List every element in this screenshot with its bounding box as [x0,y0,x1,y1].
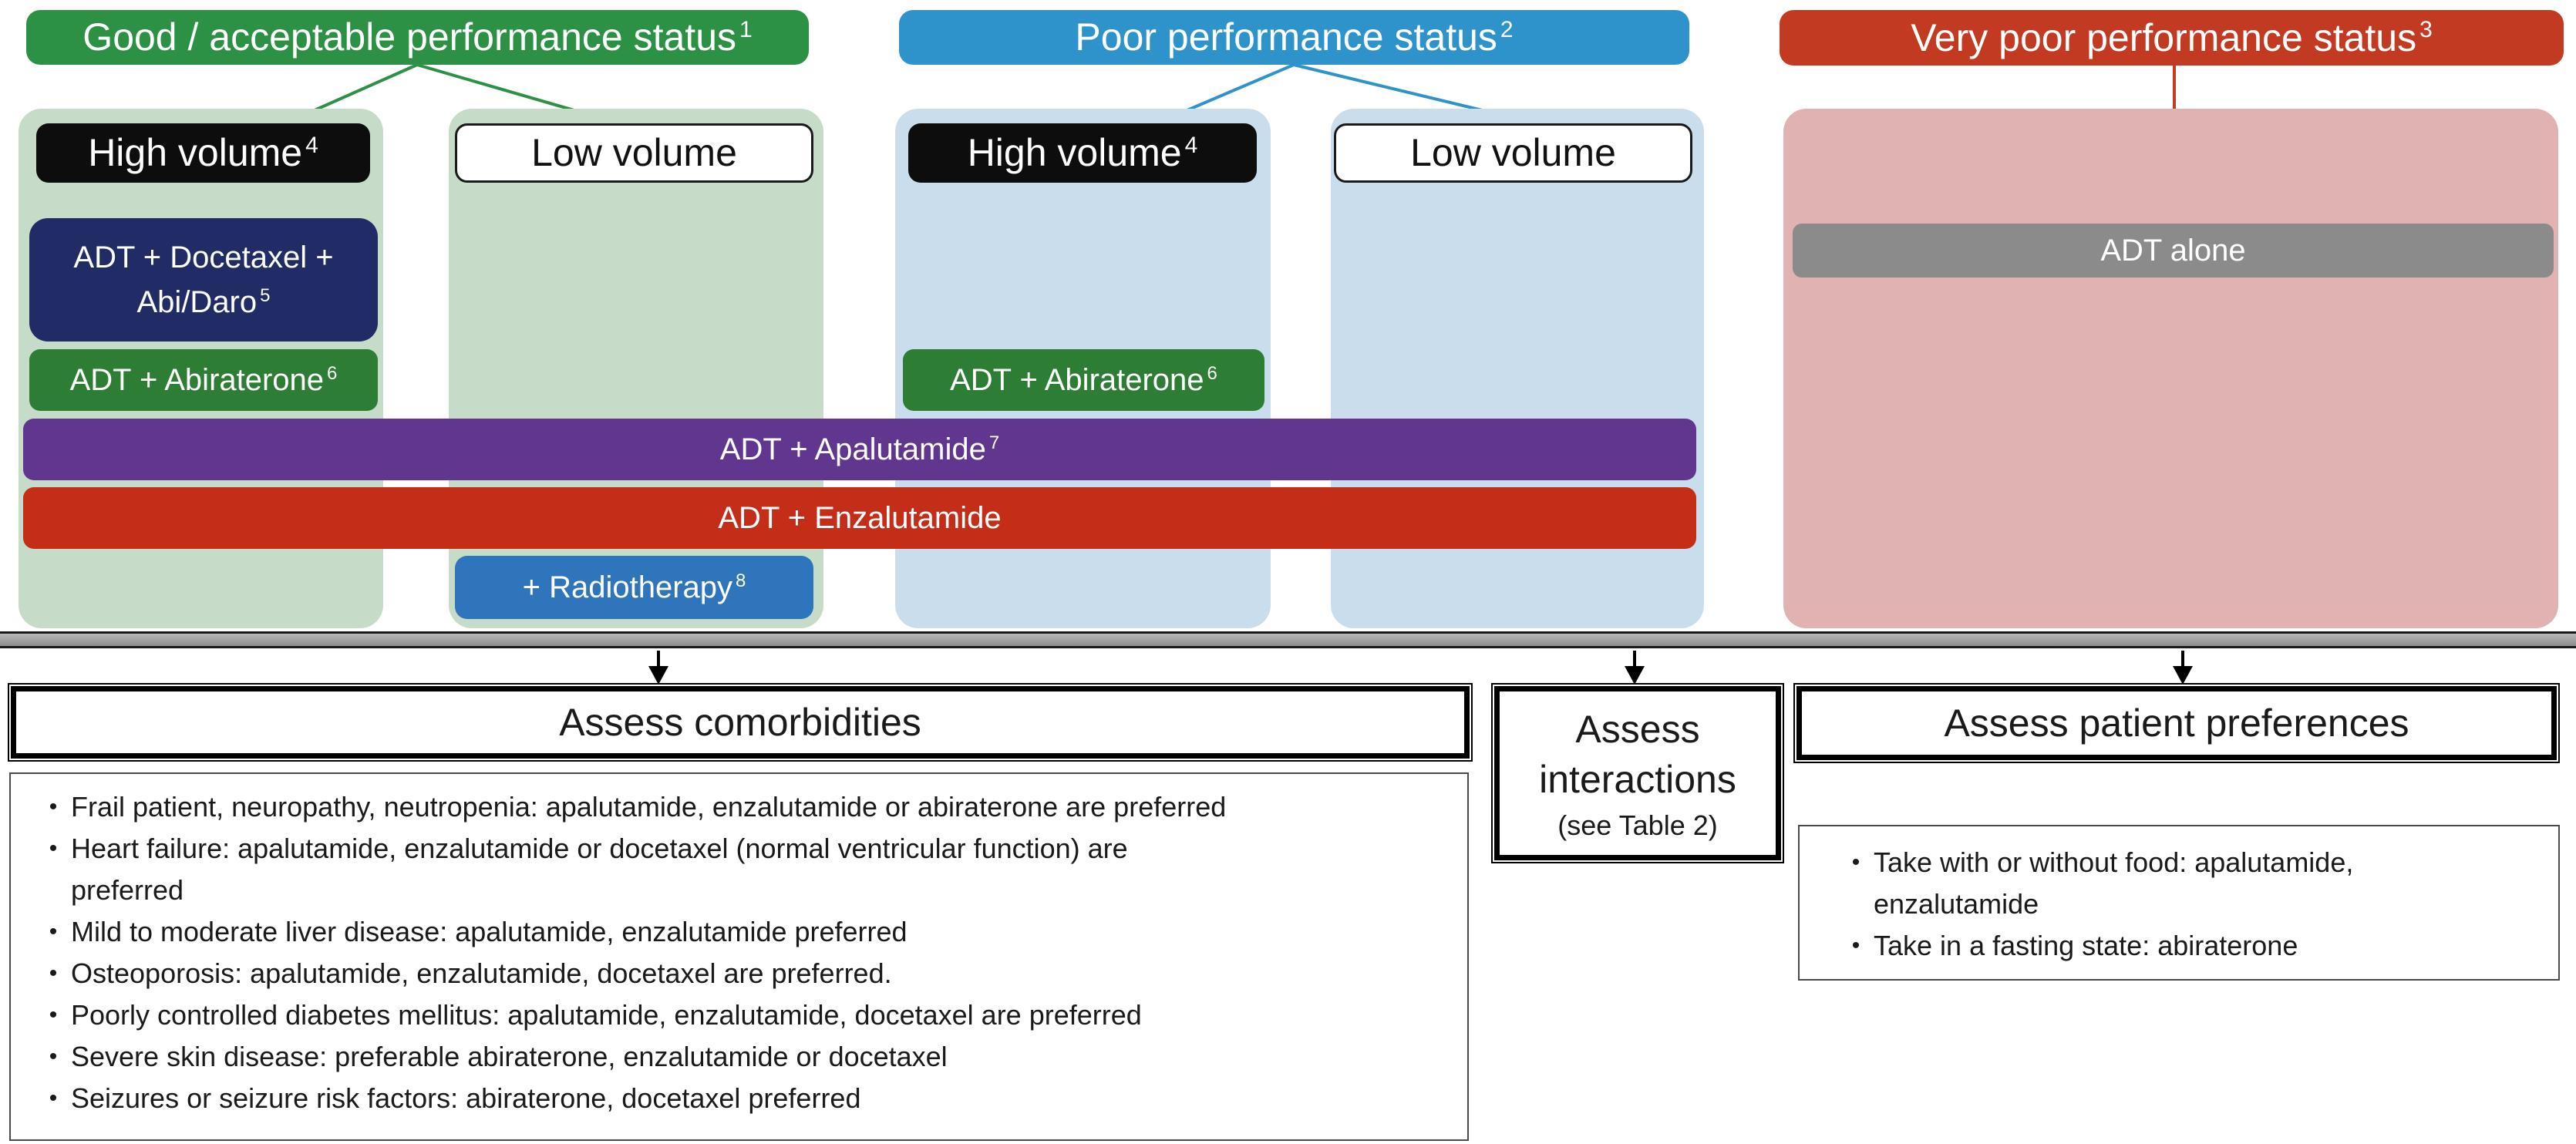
header-good-text: Good / acceptable performance status [82,15,737,59]
poor-low-volume-box: Low volume [1334,123,1692,183]
list-item: • Poorly controlled diabetes mellitus: ap… [35,994,1452,1036]
treatment-label: ADT + Enzalutamide [718,501,1002,535]
footnote-ref: 4 [1184,132,1198,158]
treatment-label-line2: Abi/Daro [136,285,258,319]
footnote-ref: 5 [260,284,271,306]
treatment-label: ADT + Abiraterone [950,363,1204,397]
bullet-icon: • [49,1085,58,1111]
treatment-label: ADT + Abiraterone [69,363,325,397]
high-volume-label: High volume [967,131,1182,175]
assess-interactions-title-line2: interactions [1539,758,1736,801]
bullet-text: Heart failure: apalutamide, enzalutamide… [71,833,1128,906]
down-arrow-icon [2173,651,2193,685]
bullet-text: Frail patient, neuropathy, neutropenia: … [71,791,1227,823]
low-volume-label: Low volume [531,131,737,175]
bullet-text: Mild to moderate liver disease: apalutam… [71,916,907,947]
assess-interactions-title-line1: Assess [1575,708,1700,751]
treatment-adt-alone: ADT alone [1793,224,2554,278]
header-very-poor-text: Very poor performance status [1911,15,2417,59]
low-volume-label: Low volume [1410,131,1616,175]
footnote-ref: 6 [1207,362,1217,384]
assess-comorbidities-title: Assess comorbidities [559,700,921,744]
bullet-icon: • [49,836,58,861]
footnote-ref: 4 [305,132,318,158]
high-volume-label: High volume [88,131,303,175]
bullet-icon: • [49,1044,58,1069]
treatment-adt-enzalutamide-bar: ADT + Enzalutamide [23,487,1696,549]
treatment-label: ADT + Apalutamide [719,432,986,466]
assess-preferences-box: Assess patient preferences [1793,683,2560,763]
treatment-label: + Radiotherapy [522,570,733,604]
list-item: • Take with or without food: apalutamide,… [1838,842,2543,925]
very-poor-container [1783,109,2558,628]
good-low-volume-box: Low volume [455,123,813,183]
bullet-text: Take with or without food: apalutamide, … [1874,846,2354,920]
bullet-text: Poorly controlled diabetes mellitus: apa… [71,999,1142,1031]
bullet-text: Seizures or seizure risk factors: abirat… [71,1082,861,1114]
footnote-ref: 6 [327,362,338,384]
bullet-text: Take in a fasting state: abiraterone [1874,930,2298,961]
bullet-icon: • [49,794,58,819]
footnote-ref: 8 [736,570,746,591]
timeline-divider-bar [0,631,2576,648]
bullet-icon: • [49,1002,58,1028]
bullet-text: Severe skin disease: preferable abirater… [71,1041,948,1072]
bullet-icon: • [1851,933,1860,958]
assess-interactions-note: (see Table 2) [1557,809,1718,841]
bullet-icon: • [49,919,58,944]
bullet-icon: • [49,961,58,986]
assess-preferences-title: Assess patient preferences [1944,701,2409,745]
preferences-list-panel: • Take with or without food: apalutamide,… [1798,825,2560,981]
poor-low-volume-container [1331,109,1704,628]
down-arrow-icon [648,651,668,685]
down-arrow-icon [1625,651,1645,685]
assess-interactions-box: Assess interactions (see Table 2) [1491,683,1784,863]
good-low-volume-container [449,109,823,628]
list-item: • Take in a fasting state: abiraterone [1838,925,2543,967]
list-item: • Severe skin disease: preferable abirate… [35,1036,1452,1078]
treatment-label-line1: ADT + Docetaxel + [73,241,334,274]
list-item: • Frail patient, neuropathy, neutropenia:… [35,786,1452,828]
comorbidities-list-panel: • Frail patient, neuropathy, neutropenia:… [9,772,1469,1141]
footnote-ref: 7 [988,432,1000,453]
footnote-ref: 3 [2419,17,2433,43]
bullet-text: Osteoporosis: apalutamide, enzalutamide,… [71,957,892,989]
assess-comorbidities-box: Assess comorbidities [8,683,1473,762]
list-item: • Heart failure: apalutamide, enzalutamid… [35,828,1452,911]
footnote-ref: 2 [1500,16,1514,42]
header-poor-text: Poor performance status [1075,15,1497,59]
treatment-label: ADT alone [2100,234,2246,267]
footnote-ref: 1 [739,16,753,42]
list-item: • Seizures or seizure risk factors: abira… [35,1078,1452,1119]
list-item: • Mild to moderate liver disease: apaluta… [35,911,1452,953]
list-item: • Osteoporosis: apalutamide, enzalutamide… [35,953,1452,994]
bullet-icon: • [1851,850,1860,875]
